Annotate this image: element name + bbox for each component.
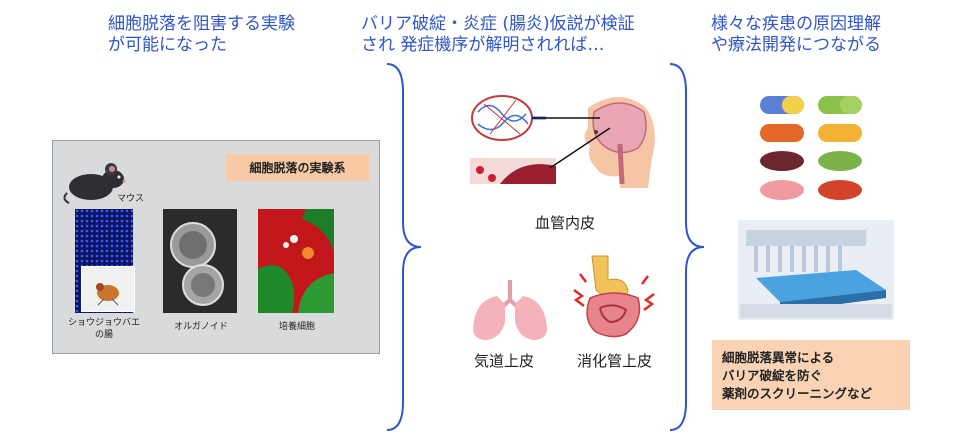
mouse-icon — [63, 163, 126, 204]
vessel-brain-illustration — [470, 95, 655, 188]
capsules-icon — [760, 96, 862, 200]
vessel-label: 血管内皮 — [535, 214, 596, 232]
organoid-image — [163, 209, 237, 313]
cultured-cells-label: 培養細胞 — [278, 322, 315, 332]
middle-header: バリア破綻・炎症 (腸炎)仮説が検証 され 発症機序が解明されれば… — [361, 14, 635, 55]
panel-title: 細胞脱落の実験系 — [226, 154, 369, 181]
experiment-panel: 細胞脱落の実験系 マウス ショウジョウバエ の腸 — [52, 140, 380, 354]
mouse-label: マウス — [117, 194, 145, 204]
screening-device-icon — [738, 220, 894, 320]
lung-label: 気道上皮 — [474, 352, 535, 370]
left-header: 細胞脱落を阻害する実験 が可能になった — [108, 14, 295, 55]
right-header: 様々な疾患の原因理解 や療法開発につながる — [711, 14, 881, 55]
gut-label: 消化管上皮 — [577, 352, 653, 370]
lungs-icon — [473, 280, 547, 340]
outcome-note: 細胞脱落異常による バリア破綻を防ぐ 薬剤のスクリーニングなど — [712, 340, 910, 410]
cultured-cells-image — [258, 209, 334, 313]
right-brace — [669, 63, 705, 431]
fly-intestine-label: ショウジョウバエ の腸 — [67, 318, 140, 340]
left-brace — [386, 63, 422, 431]
fly-photo — [81, 266, 135, 312]
organoid-label: オルガノイド — [174, 322, 228, 332]
digestive-tract-icon — [573, 255, 655, 338]
